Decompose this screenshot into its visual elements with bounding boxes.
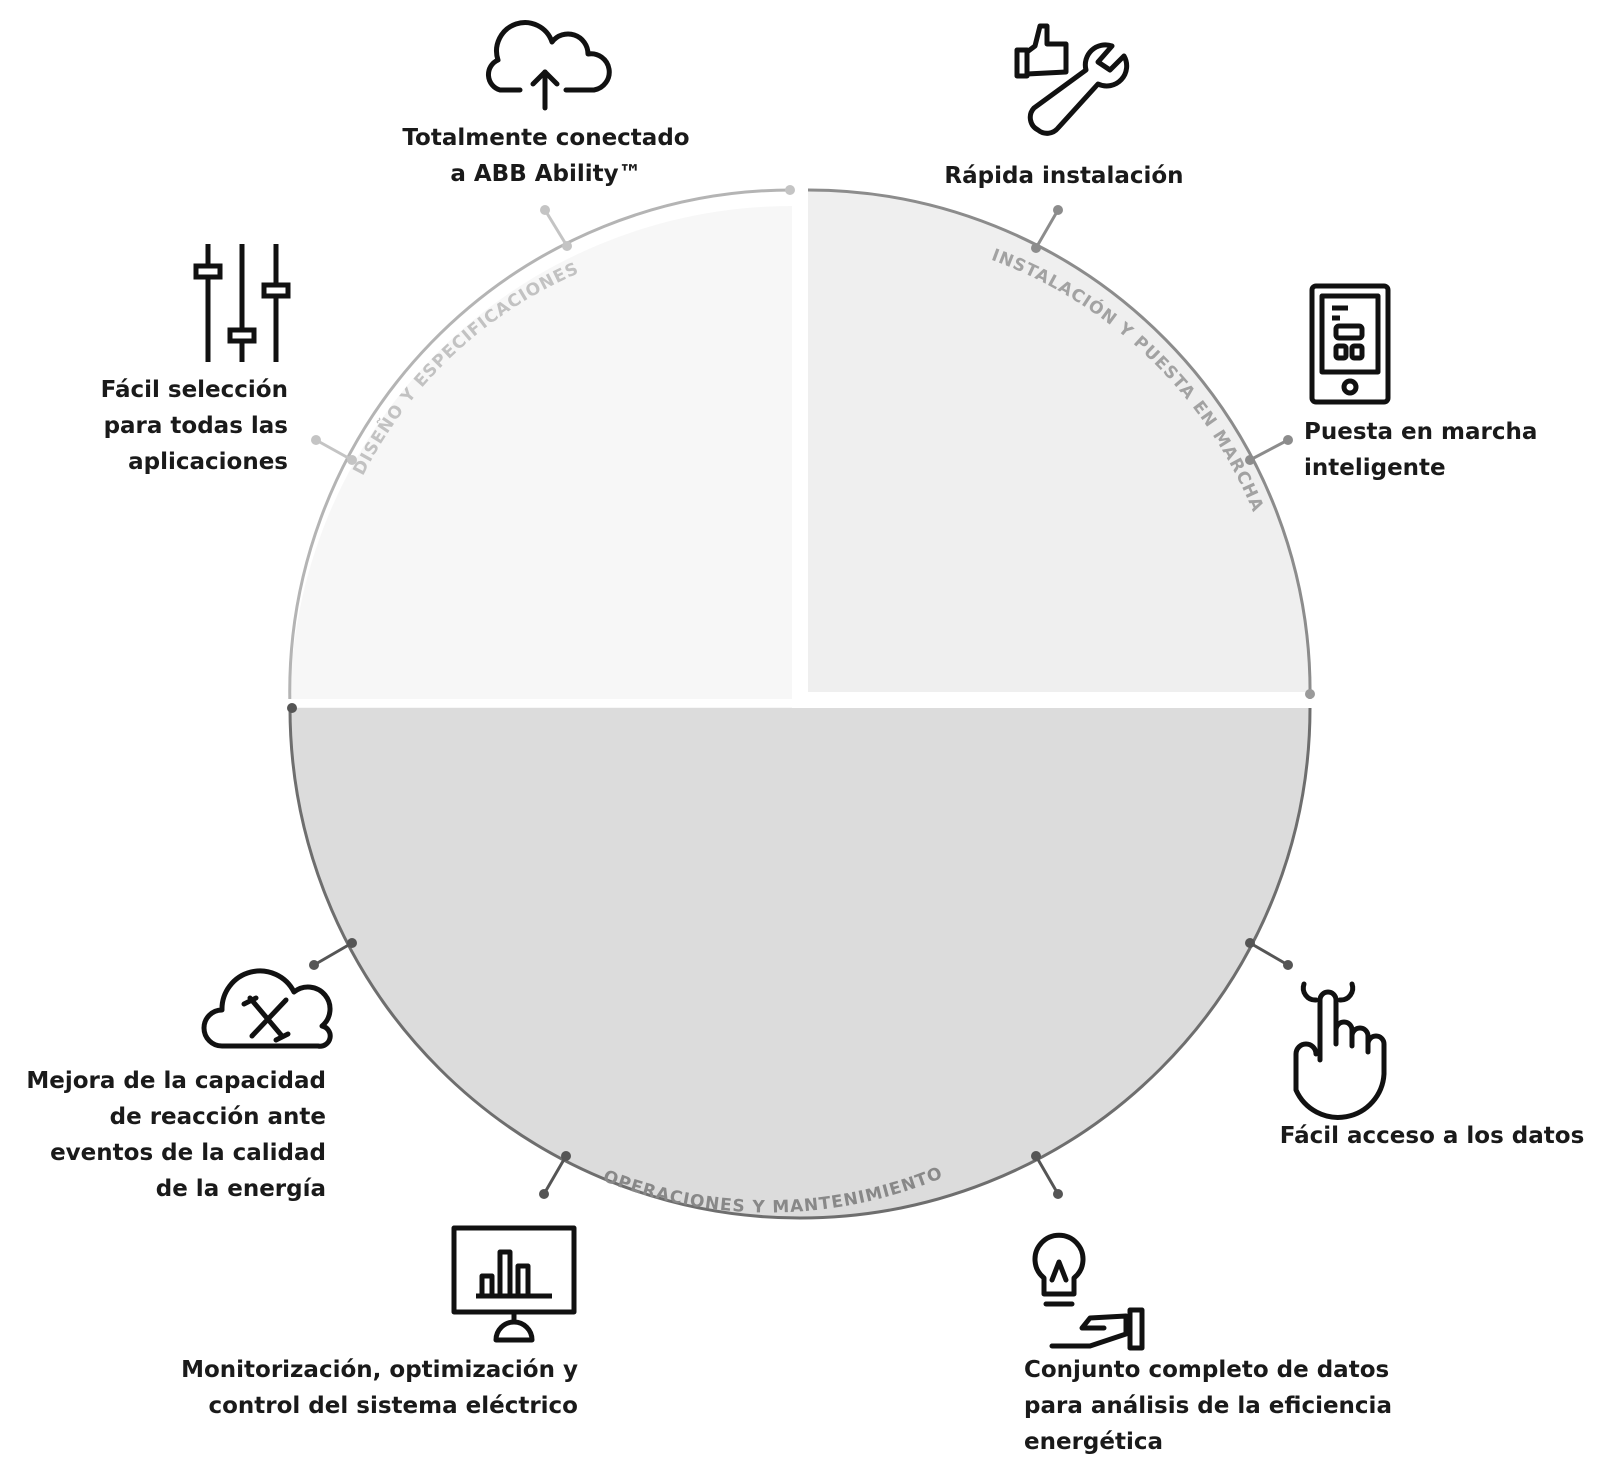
arc-operations-outline bbox=[288, 707, 1312, 1220]
connector bbox=[540, 205, 572, 251]
label-smart-commissioning: Puesta en marcha inteligente bbox=[1304, 419, 1538, 481]
segment-operations bbox=[290, 708, 1310, 1218]
label-monitoring: Monitorización, optimización y control d… bbox=[181, 1357, 578, 1419]
connector bbox=[1245, 435, 1293, 465]
label-data-access: Fácil acceso a los datos bbox=[1279, 1123, 1585, 1149]
segment-install bbox=[808, 190, 1310, 692]
connector bbox=[1245, 938, 1293, 970]
connector bbox=[1031, 205, 1063, 253]
smartphone-icon bbox=[1309, 283, 1391, 405]
node-dot bbox=[287, 703, 297, 713]
label-quick-install: Rápida instalación bbox=[944, 163, 1184, 189]
connector bbox=[311, 435, 357, 465]
arc-design-outline bbox=[288, 188, 793, 709]
hand-tap-icon bbox=[1293, 981, 1387, 1120]
label-efficiency-data: Conjunto completo de datos para análisis… bbox=[1024, 1357, 1392, 1455]
segment-design bbox=[290, 206, 792, 708]
monitor-chart-icon bbox=[451, 1225, 577, 1343]
cloud-upload-icon bbox=[486, 20, 612, 111]
cloud-tools-icon bbox=[201, 968, 333, 1049]
arc-install-outline bbox=[807, 188, 1312, 701]
connector bbox=[539, 1151, 571, 1199]
label-power-quality: Mejora de la capacidad de reacción ante … bbox=[26, 1068, 326, 1202]
label-easy-selection: Fácil selección para todas las aplicacio… bbox=[100, 377, 288, 475]
lightbulb-hand-icon bbox=[1032, 1232, 1145, 1351]
label-cloud-connected: Totalmente conectado a ABB Ability™ bbox=[402, 125, 690, 187]
node-dot bbox=[785, 185, 795, 195]
node-dot bbox=[1305, 689, 1315, 699]
connector bbox=[309, 938, 357, 970]
connector bbox=[1031, 1151, 1063, 1199]
sliders-icon bbox=[193, 244, 291, 362]
thumbs-up-wrench-icon bbox=[1014, 23, 1130, 136]
